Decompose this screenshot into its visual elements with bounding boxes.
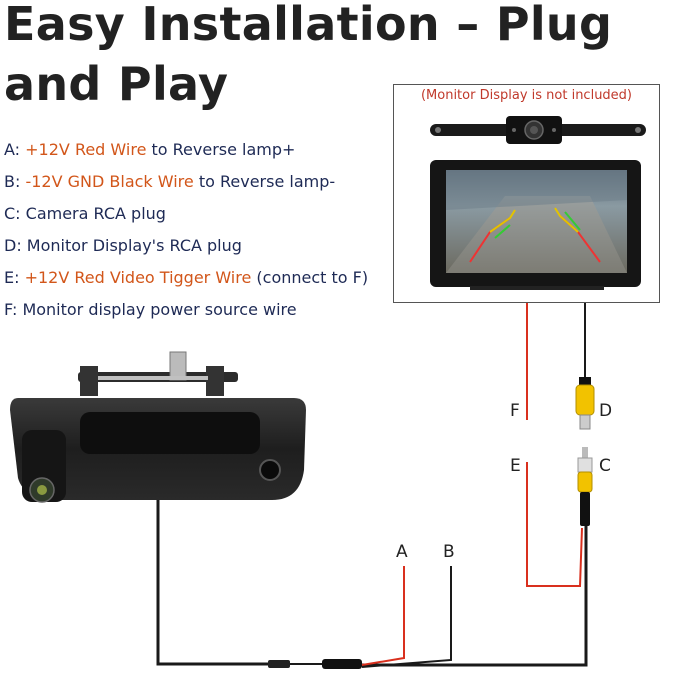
legend-item-b: B: -12V GND Black Wire to Reverse lamp- <box>4 166 368 198</box>
legend-highlight: +12V Red Video Tigger Wire <box>24 268 252 287</box>
wire-label-a: A <box>396 542 408 562</box>
legend-suffix: (connect to F) <box>251 268 369 287</box>
legend-prefix: C: Camera RCA plug <box>4 204 166 223</box>
legend-prefix: A: <box>4 140 26 159</box>
legend-suffix: to Reverse lamp- <box>193 172 336 191</box>
legend-suffix: to Reverse lamp+ <box>146 140 296 159</box>
monitor-display <box>430 160 641 290</box>
legend-highlight: +12V Red Wire <box>25 140 147 159</box>
tailgate-handle-camera <box>10 351 306 503</box>
legend-item-c: C: Camera RCA plug <box>4 198 368 230</box>
wire-legend: A: +12V Red Wire to Reverse lamp+ B: -12… <box>4 134 368 326</box>
rca-plug-c <box>577 447 593 526</box>
legend-item-a: A: +12V Red Wire to Reverse lamp+ <box>4 134 368 166</box>
page-title: Easy Installation – Plug and Play <box>4 0 613 111</box>
legend-prefix: F: Monitor display power source wire <box>4 300 297 319</box>
legend-item-d: D: Monitor Display's RCA plug <box>4 230 368 262</box>
rca-plug-d <box>575 377 595 430</box>
wire-label-e: E <box>510 456 521 476</box>
legend-prefix: E: <box>4 268 25 287</box>
legend-item-e: E: +12V Red Video Tigger Wire (connect t… <box>4 262 368 294</box>
monitor-not-included-note: (Monitor Display is not included) <box>420 88 633 103</box>
wire-label-d: D <box>599 401 613 421</box>
legend-highlight: -12V GND Black Wire <box>25 172 194 191</box>
wire-label-c: C <box>599 456 611 476</box>
legend-prefix: B: <box>4 172 26 191</box>
wire-label-f: F <box>510 401 520 421</box>
license-plate-camera <box>430 116 646 144</box>
legend-prefix: D: Monitor Display's RCA plug <box>4 236 242 255</box>
legend-item-f: F: Monitor display power source wire <box>4 294 368 326</box>
wire-label-b: B <box>443 542 455 562</box>
